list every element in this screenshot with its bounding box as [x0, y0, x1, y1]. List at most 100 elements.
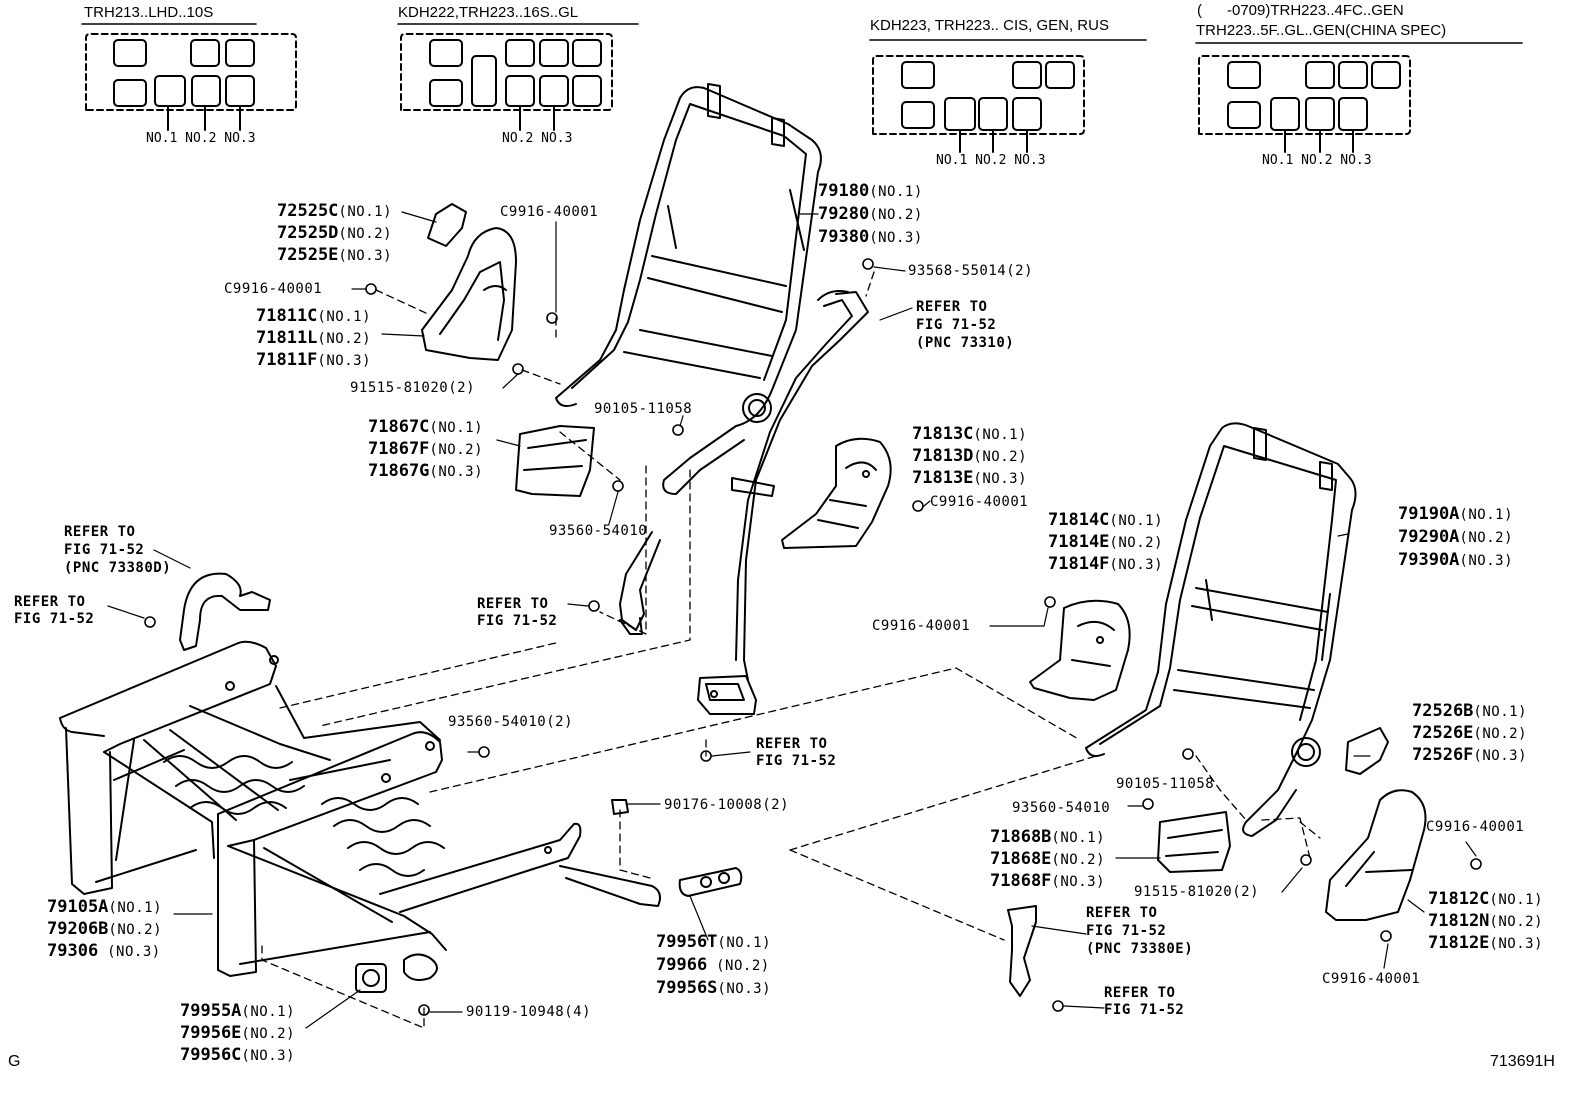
- part-label: 72525D(NO.2): [277, 223, 392, 243]
- part-label: 79956C(NO.3): [180, 1045, 295, 1065]
- part-label: 79280(NO.2): [818, 204, 923, 224]
- refer-to-label: REFER TO: [756, 736, 828, 752]
- refer-to-label: (PNC 73380D): [64, 560, 172, 576]
- part-label: 79390A(NO.3): [1398, 550, 1513, 570]
- figure-code: 713691H: [1490, 1053, 1555, 1070]
- right-cushion-frame: [217, 731, 661, 981]
- part-label: C9916-40001: [224, 281, 323, 297]
- center-seatbelt: [697, 290, 869, 715]
- part-label: 71814F(NO.3): [1048, 554, 1163, 574]
- part-label: C9916-40001: [1426, 819, 1525, 835]
- left-top-belt: [179, 572, 271, 651]
- refer-to-label: REFER TO: [1086, 905, 1158, 921]
- part-label: 79956T(NO.1): [656, 932, 771, 952]
- right-outer-cover: [1325, 789, 1427, 921]
- right-hinge-cover-upper: [1029, 599, 1131, 701]
- part-label: 93560-54010(2): [448, 714, 574, 730]
- refer-to-label: FIG 71-52: [14, 611, 95, 627]
- part-label: 79380(NO.3): [818, 227, 923, 247]
- leader-lines: [107, 211, 1477, 1029]
- right-hinge-cover-lower: [1157, 811, 1231, 873]
- left-belt-tongue: [619, 531, 661, 635]
- part-label: 71813C(NO.1): [912, 424, 1027, 444]
- center-hinge-cover: [781, 437, 892, 549]
- left-small-cover: [427, 203, 467, 247]
- left-cushion-frame: [59, 640, 441, 895]
- part-label: 71868F(NO.3): [990, 871, 1105, 891]
- part-label: 90105-11058: [594, 401, 693, 417]
- refer-to-label: FIG 71-52: [477, 613, 558, 629]
- config-box-1: [81, 23, 297, 131]
- part-label: 90176-10008(2): [664, 797, 790, 813]
- part-label: 79290A(NO.2): [1398, 527, 1513, 547]
- part-label: 79966 (NO.2): [656, 955, 770, 975]
- refer-to-label: FIG 71-52: [1086, 923, 1167, 939]
- config-header-4b: TRH223..5F..GL..GEN(CHINA SPEC): [1196, 22, 1447, 39]
- part-label: 72525C(NO.1): [277, 201, 392, 221]
- config-header-4a: ( -0709)TRH223..4FC..GEN: [1197, 2, 1404, 19]
- part-label: 72526E(NO.2): [1412, 723, 1527, 743]
- part-label: 71867F(NO.2): [368, 439, 483, 459]
- refer-to-label: FIG 71-52: [64, 542, 145, 558]
- refer-to-label: REFER TO: [14, 594, 86, 610]
- part-label: 90105-11058: [1116, 776, 1215, 792]
- part-label: 93560-54010: [549, 523, 648, 539]
- seat-numbers-2: NO.2 NO.3: [502, 131, 573, 146]
- part-label: 71812E(NO.3): [1428, 933, 1543, 953]
- part-label: 71868E(NO.2): [990, 849, 1105, 869]
- part-label: 91515-81020(2): [350, 380, 476, 396]
- part-label: 79206B(NO.2): [47, 919, 162, 939]
- refer-to-label: (PNC 73310): [916, 335, 1015, 351]
- part-label: 79956E(NO.2): [180, 1023, 295, 1043]
- part-label: 71867G(NO.3): [368, 461, 483, 481]
- dashed-lines: [261, 271, 1321, 1029]
- part-label: 71814C(NO.1): [1048, 510, 1163, 530]
- left-hinge-cover-lower: [515, 425, 595, 497]
- part-label: 71811F(NO.3): [256, 350, 371, 370]
- refer-to-label: REFER TO: [477, 596, 549, 612]
- seat-numbers-3: NO.1 NO.2 NO.3: [936, 153, 1046, 168]
- part-label: 91515-81020(2): [1134, 884, 1260, 900]
- config-header-3: KDH223, TRH223.. CIS, GEN, RUS: [870, 17, 1109, 34]
- trim-pieces: [355, 799, 743, 993]
- refer-to-label: FIG 71-52: [916, 317, 997, 333]
- part-label: C9916-40001: [1322, 971, 1421, 987]
- part-label: 71867C(NO.1): [368, 417, 483, 437]
- config-box-3: [869, 39, 1147, 153]
- part-label: C9916-40001: [500, 204, 599, 220]
- part-label: 72526B(NO.1): [1412, 701, 1527, 721]
- part-label: 71811L(NO.2): [256, 328, 371, 348]
- part-label: 79956S(NO.3): [656, 978, 771, 998]
- part-label: 71813E(NO.3): [912, 468, 1027, 488]
- config-box-4: [1195, 42, 1523, 153]
- config-header-1: TRH213..LHD..10S: [84, 4, 214, 21]
- refer-to-label: (PNC 73380E): [1086, 941, 1194, 957]
- seat-numbers-4: NO.1 NO.2 NO.3: [1262, 153, 1372, 168]
- refer-to-label: FIG 71-52: [756, 753, 837, 769]
- part-label: 79306 (NO.3): [47, 941, 161, 961]
- part-label: 71812N(NO.2): [1428, 911, 1543, 931]
- part-label: 79190A(NO.1): [1398, 504, 1513, 524]
- refer-to-label: REFER TO: [64, 524, 136, 540]
- part-label: 79105A(NO.1): [47, 897, 162, 917]
- part-label: 90119-10948(4): [466, 1004, 592, 1020]
- right-small-cover: [1345, 727, 1389, 775]
- part-label: 93568-55014(2): [908, 263, 1034, 279]
- part-label: 71812C(NO.1): [1428, 889, 1543, 909]
- part-label: 93560-54010: [1012, 800, 1111, 816]
- refer-to-label: REFER TO: [1104, 985, 1176, 1001]
- config-header-2: KDH222,TRH223..16S..GL: [398, 4, 579, 21]
- part-label: 71868B(NO.1): [990, 827, 1105, 847]
- right-seatback-frame: [1085, 422, 1357, 837]
- left-hinge-cover-upper: [421, 227, 517, 361]
- part-label: 71813D(NO.2): [912, 446, 1027, 466]
- part-label: C9916-40001: [872, 618, 971, 634]
- part-label: 71811C(NO.1): [256, 306, 371, 326]
- part-label: 79180(NO.1): [818, 181, 923, 201]
- refer-to-label: REFER TO: [916, 299, 988, 315]
- left-seatback-frame: [555, 83, 822, 495]
- bolts: [144, 258, 1482, 1016]
- seat-numbers-1: NO.1 NO.2 NO.3: [146, 131, 256, 146]
